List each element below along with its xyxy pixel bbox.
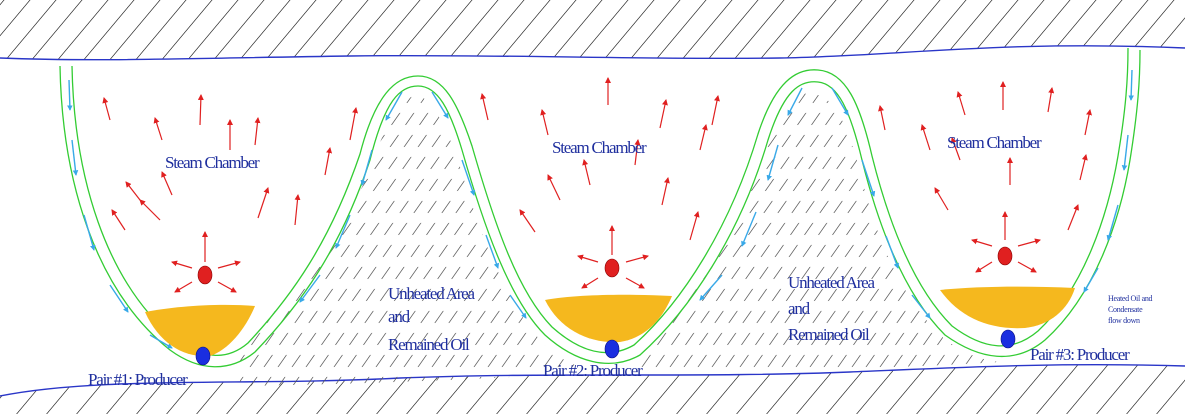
red-dot-icon (604, 258, 620, 278)
producer-label-3: Pair #3: Producer (1030, 345, 1130, 364)
oil-pool-2 (545, 294, 672, 343)
unheated-area-2 (640, 93, 1000, 373)
flow-note-line1: Heated Oil and (1108, 294, 1153, 303)
unheated-area-1-line1: Unheated Area (388, 284, 476, 303)
producer-label-2: Pair #2: Producer (543, 361, 643, 380)
oil-pools (145, 286, 1075, 357)
steam-chamber-label-2: Steam Chamber (552, 138, 647, 157)
unheated-area-1-line3: Remained Oil (388, 335, 470, 354)
steam-arrows (102, 77, 1092, 293)
flow-note-line3: flow down (1108, 316, 1140, 325)
condensate-flow-arrows (67, 69, 1134, 349)
overburden-rock (0, 0, 1185, 61)
unheated-area-2-line3: Remained Oil (788, 325, 870, 344)
producers (195, 329, 1016, 366)
red-dot-icon (197, 265, 213, 285)
blue-dot-icon (195, 346, 211, 366)
unheated-area-2-line1: Unheated Area (788, 273, 876, 292)
steam-chamber-label-3: Steam Chamber (947, 133, 1042, 152)
bottom-boundary-line (0, 363, 1185, 397)
unheated-area-1 (240, 95, 600, 386)
blue-dot-icon (1000, 329, 1016, 349)
producer-label-1: Pair #1: Producer (88, 370, 188, 389)
top-boundary-line (0, 45, 1185, 61)
oil-pool-3 (940, 286, 1075, 329)
injectors (197, 246, 1013, 285)
blue-dot-icon (604, 339, 620, 359)
steam-chamber-label-1: Steam Chamber (165, 153, 260, 172)
red-dot-icon (997, 246, 1013, 266)
oil-pool-1 (145, 304, 255, 357)
unheated-area-1-line2: and (388, 307, 411, 326)
unheated-area-2-line2: and (788, 299, 811, 318)
flow-note-line2: Condensate (1108, 305, 1143, 314)
underburden-rock (0, 363, 1185, 414)
